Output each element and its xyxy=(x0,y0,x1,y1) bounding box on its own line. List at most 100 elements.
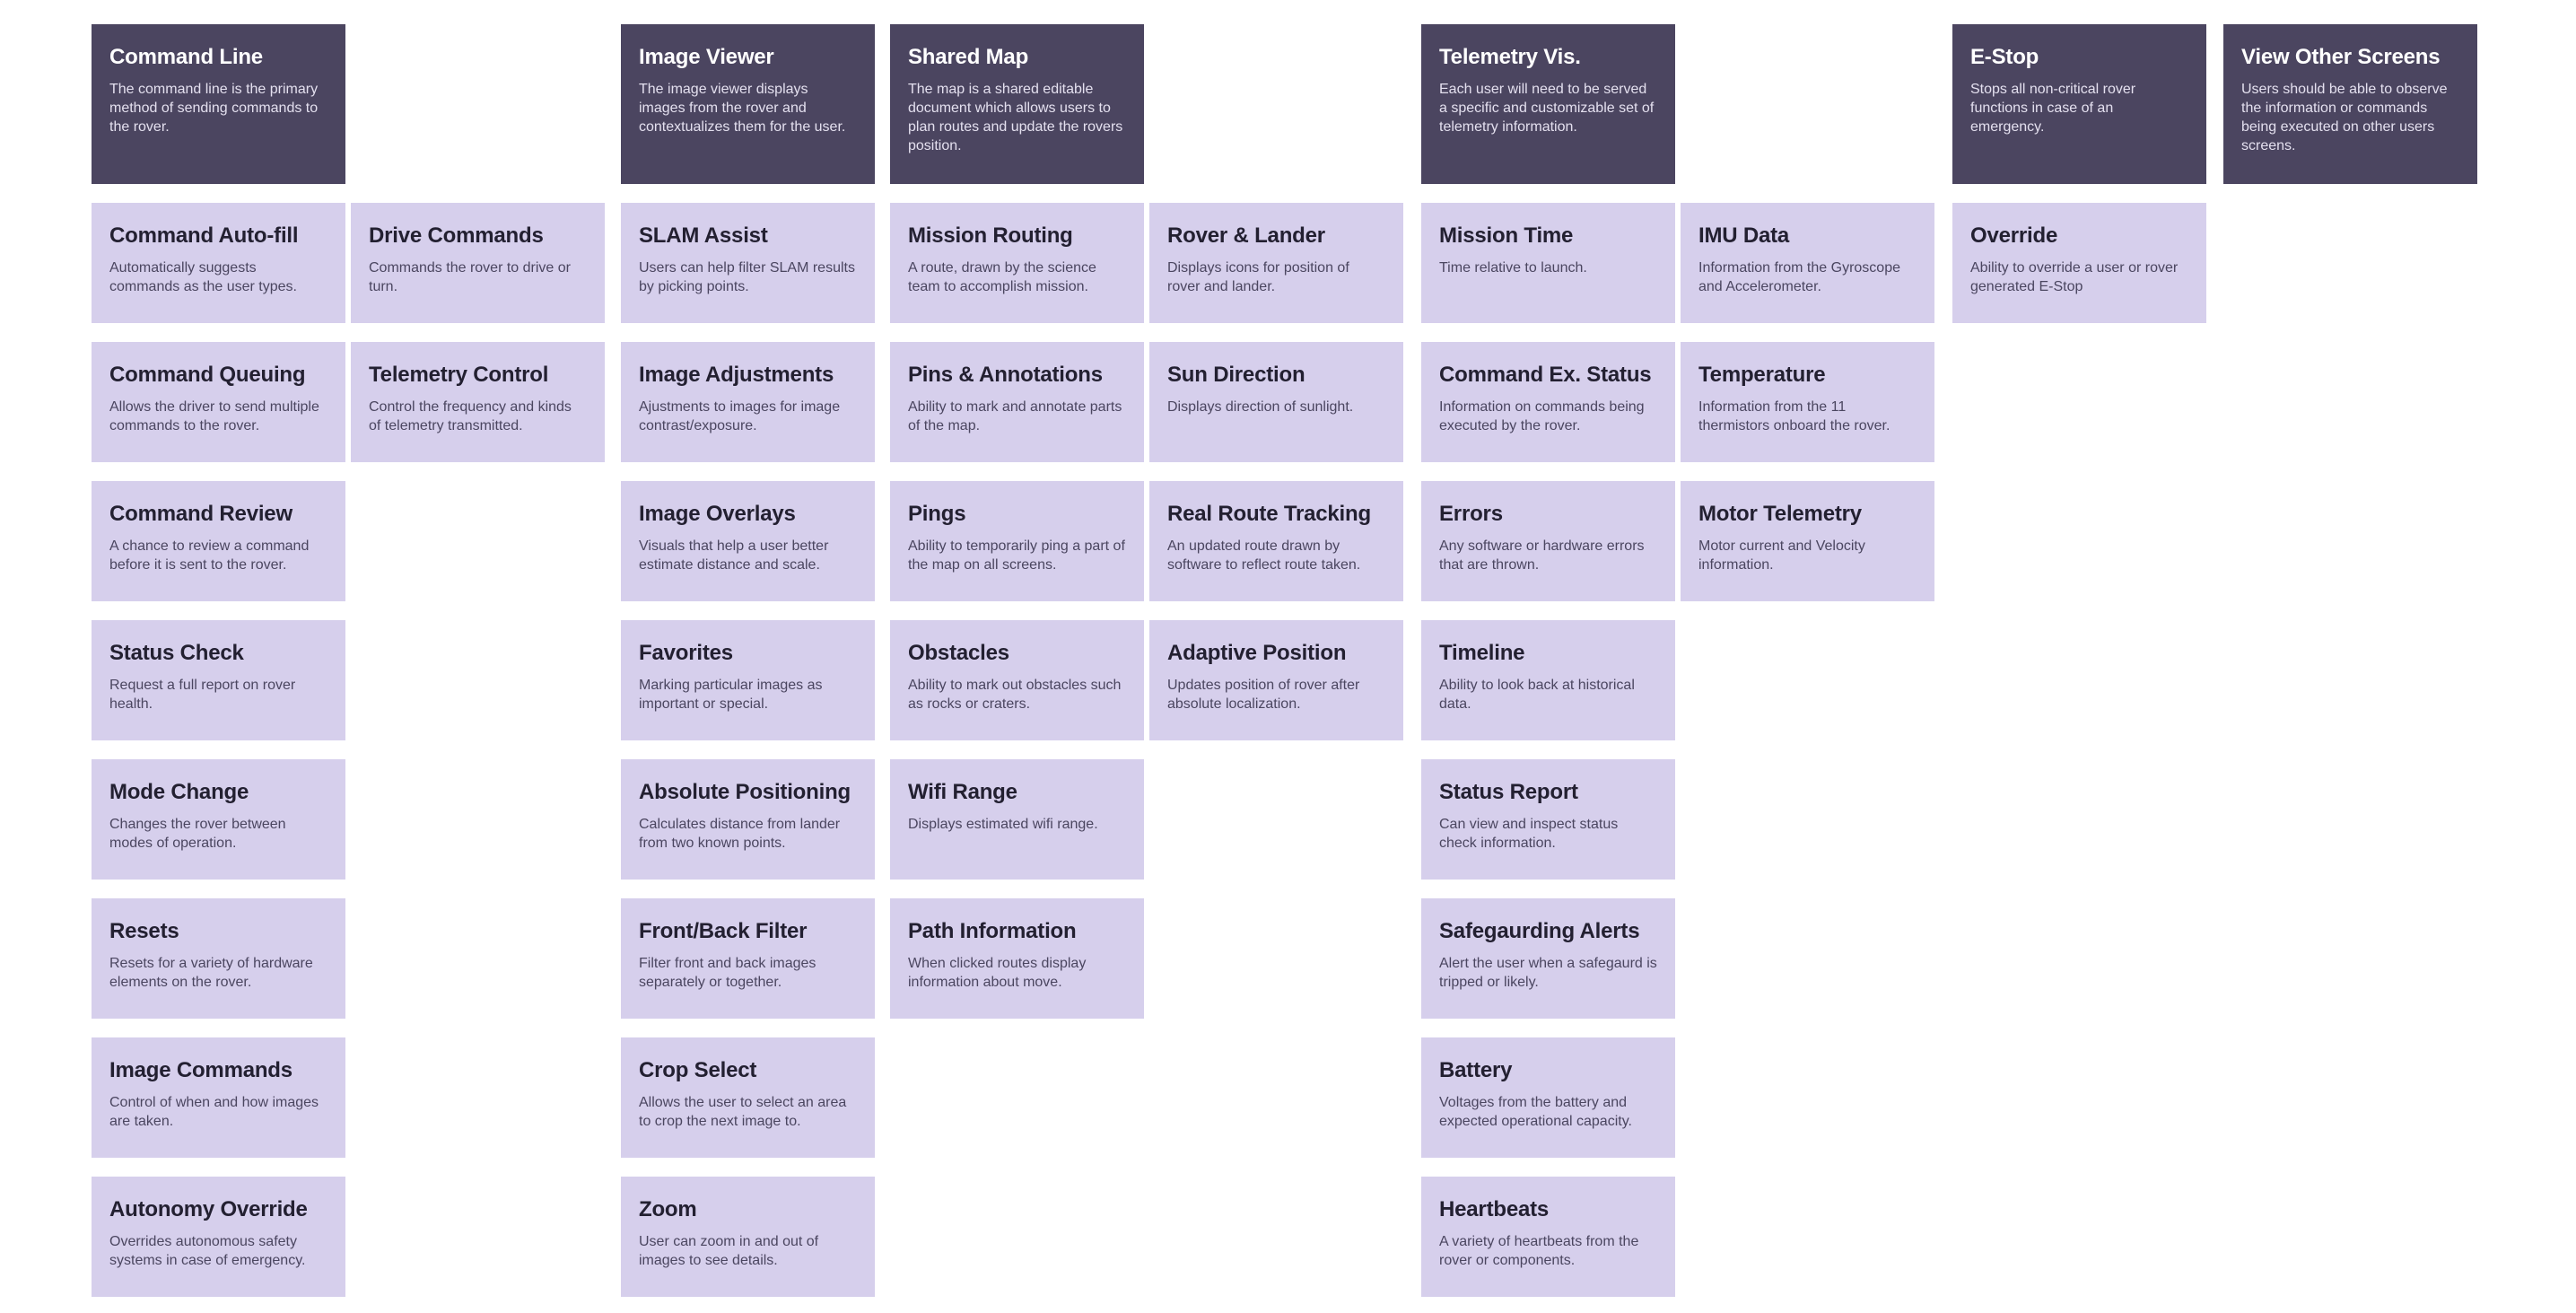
feature-description: Control the frequency and kinds of telem… xyxy=(369,399,572,433)
feature-title: Favorites xyxy=(639,641,733,665)
feature-description: Users can help filter SLAM results by pi… xyxy=(639,260,855,294)
feature-description: When clicked routes display information … xyxy=(908,956,1087,990)
feature-title: Mission Routing xyxy=(908,223,1073,248)
feature-description: Any software or hardware errors that are… xyxy=(1439,538,1645,573)
feature-description: Displays icons for position of rover and… xyxy=(1167,260,1349,294)
category-header-telemetry-vis: Telemetry Vis.Each user will need to be … xyxy=(1421,24,1675,184)
category-description: Users should be able to observe the info… xyxy=(2241,82,2448,153)
feature-description: Automatically suggests commands as the u… xyxy=(109,260,297,294)
feature-description: Alert the user when a safegaurd is tripp… xyxy=(1439,956,1657,990)
feature-description: A variety of heartbeats from the rover o… xyxy=(1439,1234,1639,1268)
feature-description: Visuals that help a user better estimate… xyxy=(639,538,829,573)
feature-description: Allows the user to select an area to cro… xyxy=(639,1095,847,1129)
feature-title: Timeline xyxy=(1439,641,1525,665)
feature-title: Pins & Annotations xyxy=(908,363,1103,387)
feature-description: An updated route drawn by software to re… xyxy=(1167,538,1361,573)
feature-title: Front/Back Filter xyxy=(639,919,808,943)
feature-title: Obstacles xyxy=(908,641,1009,665)
feature-title: Wifi Range xyxy=(908,780,1017,804)
feature-title: Mode Change xyxy=(109,780,249,804)
feature-description: Filter front and back images separately … xyxy=(639,956,816,990)
category-description: The command line is the primary method o… xyxy=(109,82,319,135)
feature-description: Information from the 11 thermistors onbo… xyxy=(1698,399,1891,433)
feature-description: Control of when and how images are taken… xyxy=(109,1095,319,1129)
feature-title: Status Report xyxy=(1439,780,1578,804)
feature-description: Ability to mark and annotate parts of th… xyxy=(908,399,1122,433)
feature-title: Drive Commands xyxy=(369,223,544,248)
category-description: The map is a shared editable document wh… xyxy=(908,82,1123,153)
feature-title: Real Route Tracking xyxy=(1167,502,1371,526)
feature-title: Command Queuing xyxy=(109,363,306,387)
feature-title: IMU Data xyxy=(1698,223,1790,248)
feature-title: Status Check xyxy=(109,641,244,665)
feature-title: Zoom xyxy=(639,1197,697,1221)
category-description: Stops all non-critical rover functions i… xyxy=(1970,82,2136,135)
feature-description: Ability to temporarily ping a part of th… xyxy=(908,538,1125,573)
feature-description: Changes the rover between modes of opera… xyxy=(109,817,286,851)
feature-title: Telemetry Control xyxy=(369,363,549,387)
category-title: Image Viewer xyxy=(639,45,774,69)
feature-title: Pings xyxy=(908,502,966,526)
feature-description: Calculates distance from lander from two… xyxy=(639,817,841,851)
category-title: View Other Screens xyxy=(2241,45,2441,69)
feature-description: Information on commands being executed b… xyxy=(1439,399,1645,433)
feature-description: Allows the driver to send multiple comma… xyxy=(109,399,319,433)
feature-description: Overrides autonomous safety systems in c… xyxy=(109,1234,306,1268)
feature-description: Ajustments to images for image contrast/… xyxy=(639,399,841,433)
feature-title: Heartbeats xyxy=(1439,1197,1550,1221)
feature-description: Resets for a variety of hardware element… xyxy=(109,956,313,990)
feature-title: Command Ex. Status xyxy=(1439,363,1652,387)
feature-description: Voltages from the battery and expected o… xyxy=(1439,1095,1632,1129)
category-title: Shared Map xyxy=(908,45,1029,69)
feature-description: A chance to review a command before it i… xyxy=(109,538,310,573)
category-title: E-Stop xyxy=(1970,45,2039,69)
feature-title: Absolute Positioning xyxy=(639,780,851,804)
feature-title: Temperature xyxy=(1698,363,1826,387)
feature-title: Battery xyxy=(1439,1058,1513,1082)
feature-title: Motor Telemetry xyxy=(1698,502,1862,526)
category-title: Telemetry Vis. xyxy=(1439,45,1581,69)
feature-title: Image Adjustments xyxy=(639,363,834,387)
feature-title: Adaptive Position xyxy=(1167,641,1347,665)
feature-card-real-route-tracking: Real Route Tracking An updated route draw… xyxy=(1149,481,1403,601)
feature-title: Autonomy Override xyxy=(109,1197,308,1221)
feature-description: Updates position of rover after absolute… xyxy=(1167,678,1360,712)
feature-description: Displays direction of sunlight. xyxy=(1167,399,1354,415)
feature-description: Commands the rover to drive or turn. xyxy=(369,260,571,294)
feature-title: Path Information xyxy=(908,919,1077,943)
